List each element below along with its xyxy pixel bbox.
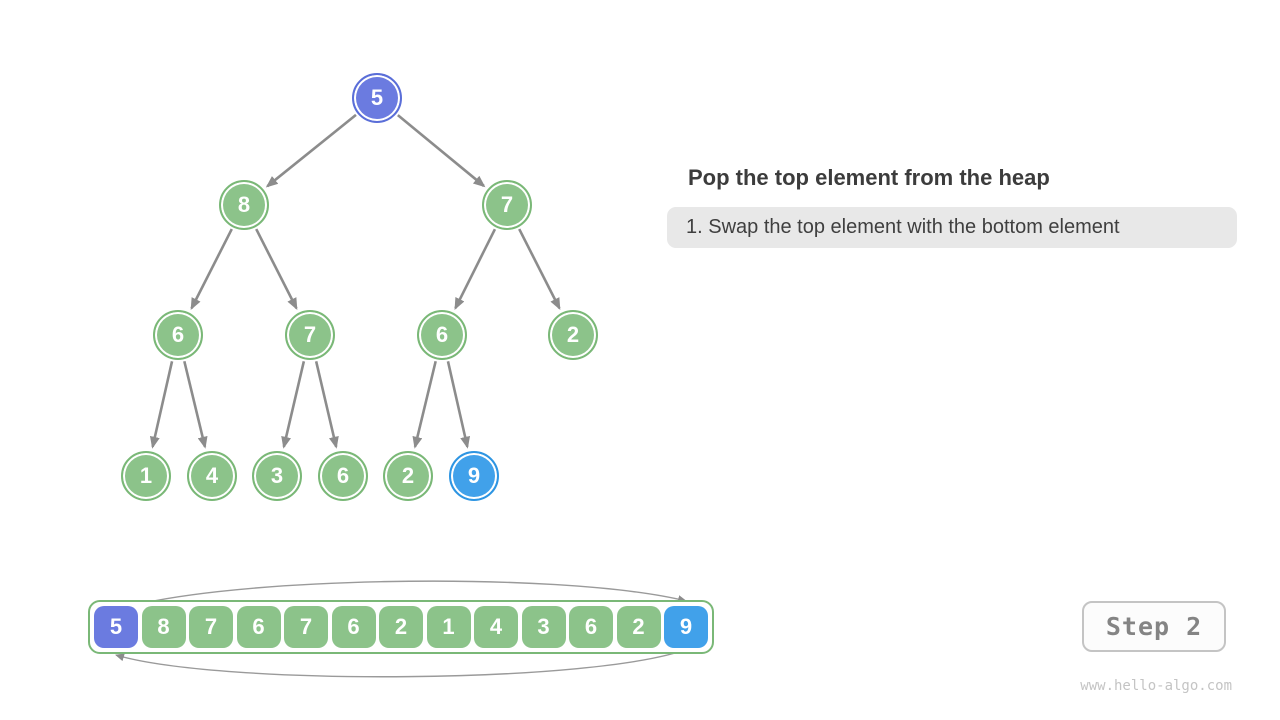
- tree-edge: [397, 114, 486, 188]
- tree-node-5: 5: [352, 73, 402, 123]
- step-indicator: Step 2: [1082, 601, 1226, 652]
- tree-node-6: 6: [153, 310, 203, 360]
- tree-edge: [281, 360, 306, 449]
- tree-node-9: 9: [449, 451, 499, 501]
- array-cell-6: 2: [379, 606, 423, 648]
- tree-edge: [454, 228, 497, 310]
- tree-edge: [149, 361, 174, 449]
- array-cell-12: 9: [664, 606, 708, 648]
- page-title: Pop the top element from the heap: [688, 165, 1050, 190]
- array-cell-10: 6: [569, 606, 613, 648]
- tree-node-2: 2: [548, 310, 598, 360]
- tree-edge: [314, 360, 339, 449]
- array-cell-8: 4: [474, 606, 518, 648]
- instruction-text: 1. Swap the top element with the bottom …: [686, 216, 1120, 238]
- array-cell-2: 7: [189, 606, 233, 648]
- tree-edge: [265, 113, 357, 188]
- instruction-box: 1. Swap the top element with the bottom …: [667, 207, 1237, 248]
- tree-edge: [255, 228, 298, 311]
- tree-node-6: 6: [318, 451, 368, 501]
- watermark: www.hello-algo.com: [1080, 678, 1232, 694]
- swap-arrow-bottom: [115, 647, 691, 678]
- array-cell-3: 6: [236, 606, 281, 648]
- array-cell-1: 8: [141, 606, 186, 648]
- tree-edges: [149, 113, 561, 449]
- tree-node-4: 4: [187, 451, 237, 501]
- tree-edge: [183, 360, 208, 449]
- tree-edge: [190, 228, 233, 311]
- tree-node-7: 7: [482, 180, 532, 230]
- tree-node-8: 8: [219, 180, 269, 230]
- swap-arrow-top: [105, 580, 687, 615]
- step-label: Step 2: [1105, 612, 1203, 641]
- tree-edge: [446, 361, 471, 449]
- tree-edge: [518, 228, 561, 311]
- array-cell-9: 3: [521, 606, 566, 648]
- tree-node-2: 2: [383, 451, 433, 501]
- tree-node-7: 7: [285, 310, 335, 360]
- tree-node-6: 6: [417, 310, 467, 360]
- tree-node-3: 3: [252, 451, 302, 501]
- tree-node-1: 1: [121, 451, 171, 501]
- array-cell-5: 6: [331, 606, 376, 648]
- array-cell-0: 5: [94, 606, 138, 648]
- tree-edge: [412, 360, 437, 449]
- array-cell-4: 7: [284, 606, 328, 648]
- array-cell-7: 1: [426, 606, 471, 648]
- array-cell-11: 2: [616, 606, 661, 648]
